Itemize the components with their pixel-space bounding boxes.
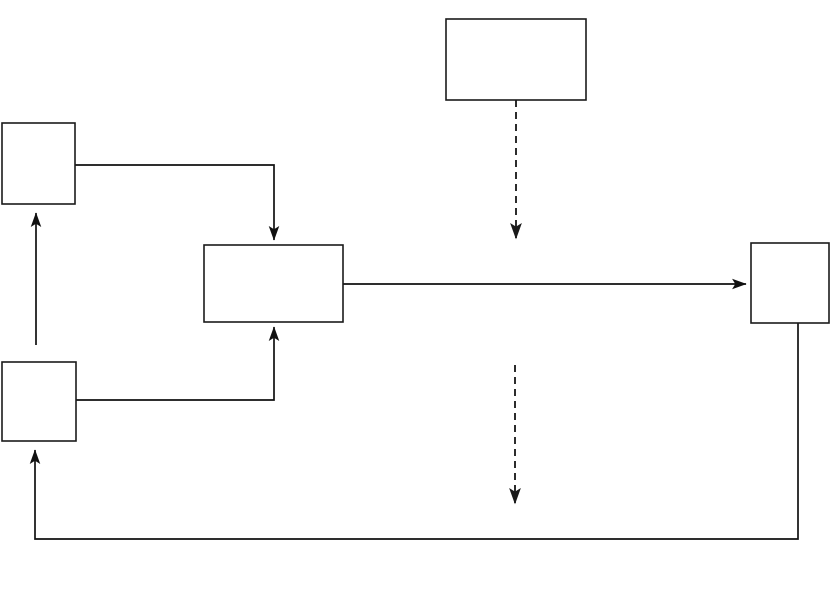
box-bottom-left-rect[interactable] xyxy=(1,361,77,442)
box-right-rect[interactable] xyxy=(750,242,830,324)
edge-top-left-to-center xyxy=(75,164,280,241)
node-box-center[interactable] xyxy=(203,244,344,323)
node-layer xyxy=(1,18,830,442)
node-box-bottom-left[interactable] xyxy=(1,361,77,442)
box-top-left-rect[interactable] xyxy=(1,122,76,205)
edge-layer xyxy=(29,100,799,540)
node-box-top-right[interactable] xyxy=(445,18,587,101)
box-center-rect[interactable] xyxy=(203,244,344,323)
node-box-top-left[interactable] xyxy=(1,122,76,205)
edge-bottom-left-to-center xyxy=(76,326,280,401)
edge-right-feedback-to-bottom-left xyxy=(29,323,799,540)
box-top-right-rect[interactable] xyxy=(445,18,587,101)
node-box-right[interactable] xyxy=(750,242,830,324)
